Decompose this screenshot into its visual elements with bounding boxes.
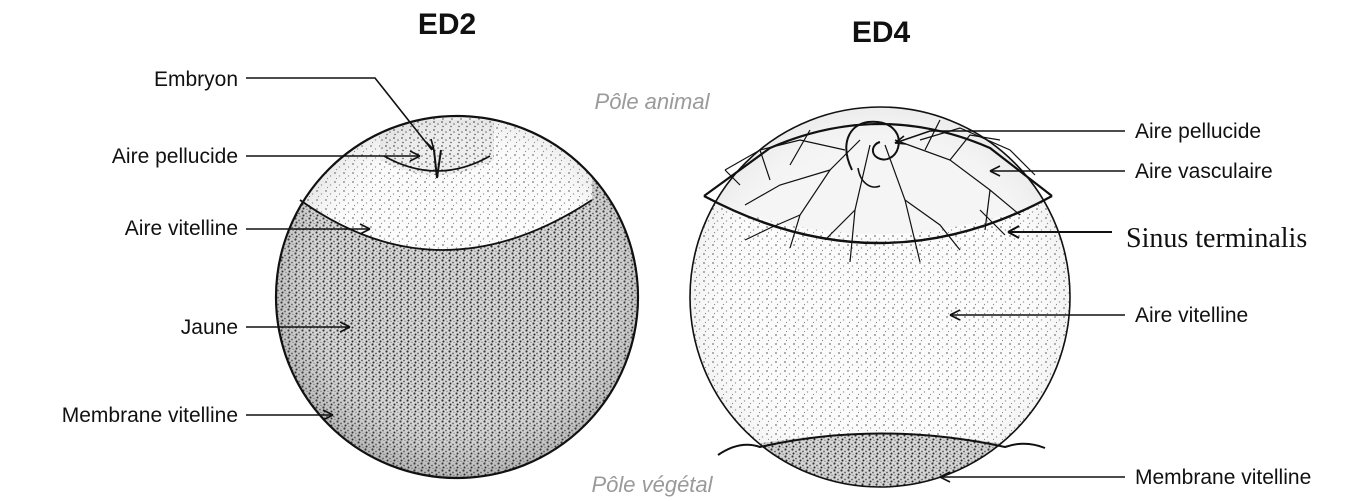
ed2-egg xyxy=(270,100,650,490)
ed4-label-sinus-terminalis: Sinus terminalis xyxy=(1126,223,1307,254)
ed2-label-membrane-vitelline: Membrane vitelline xyxy=(62,404,238,427)
ed4-label-aire-pellucide: Aire pellucide xyxy=(1135,120,1261,143)
ed4-label-aire-vitelline: Aire vitelline xyxy=(1135,304,1248,327)
ed4-egg xyxy=(680,100,1080,500)
ed2-label-embryon: Embryon xyxy=(154,68,238,91)
pole-animal-label: Pôle animal xyxy=(595,89,711,114)
ed2-label-aire-vitelline: Aire vitelline xyxy=(125,217,238,240)
ed2-label-jaune: Jaune xyxy=(181,316,238,339)
ed4-label-aire-vasculaire: Aire vasculaire xyxy=(1135,160,1273,183)
ed4-label-membrane-vitelline: Membrane vitelline xyxy=(1135,466,1311,489)
title-ed4: ED4 xyxy=(852,16,911,49)
title-ed2: ED2 xyxy=(418,8,476,41)
ed2-label-aire-pellucide: Aire pellucide xyxy=(112,145,238,168)
pole-vegetal-label: Pôle végétal xyxy=(591,472,713,497)
